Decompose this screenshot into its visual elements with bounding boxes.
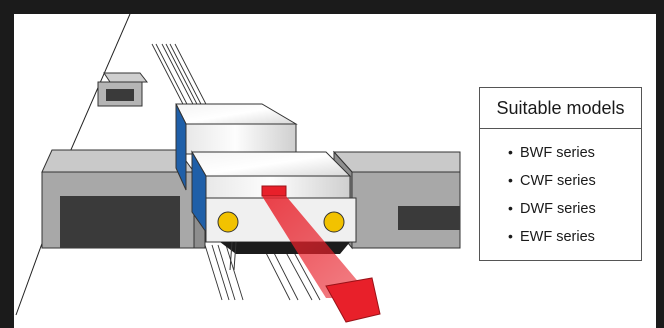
perspective-lines	[15, 13, 131, 316]
bullet-icon: •	[508, 172, 513, 188]
conveyor-rails	[151, 43, 321, 301]
model-label: EWF series	[520, 229, 595, 245]
model-label: BWF series	[520, 145, 595, 161]
model-label: DWF series	[520, 201, 596, 217]
model-label: CWF series	[520, 173, 596, 189]
rear-carrier	[175, 103, 298, 191]
distant-station	[97, 72, 149, 107]
bullet-icon: •	[508, 144, 513, 160]
list-item: • DWF series	[508, 195, 641, 223]
models-list: • BWF series • CWF series • DWF series • EWF…	[480, 129, 641, 251]
suitable-models-box: Suitable models • BWF series • CWF series …	[479, 87, 642, 261]
list-item: • BWF series	[508, 139, 641, 167]
bullet-icon: •	[508, 228, 513, 244]
bullet-icon: •	[508, 200, 513, 216]
suitable-models-title: Suitable models	[480, 88, 641, 129]
list-item: • EWF series	[508, 223, 641, 251]
sensor-beam	[261, 185, 381, 323]
left-wheel	[217, 211, 239, 233]
right-wheel	[323, 211, 345, 233]
left-station	[41, 149, 206, 249]
list-item: • CWF series	[508, 167, 641, 195]
